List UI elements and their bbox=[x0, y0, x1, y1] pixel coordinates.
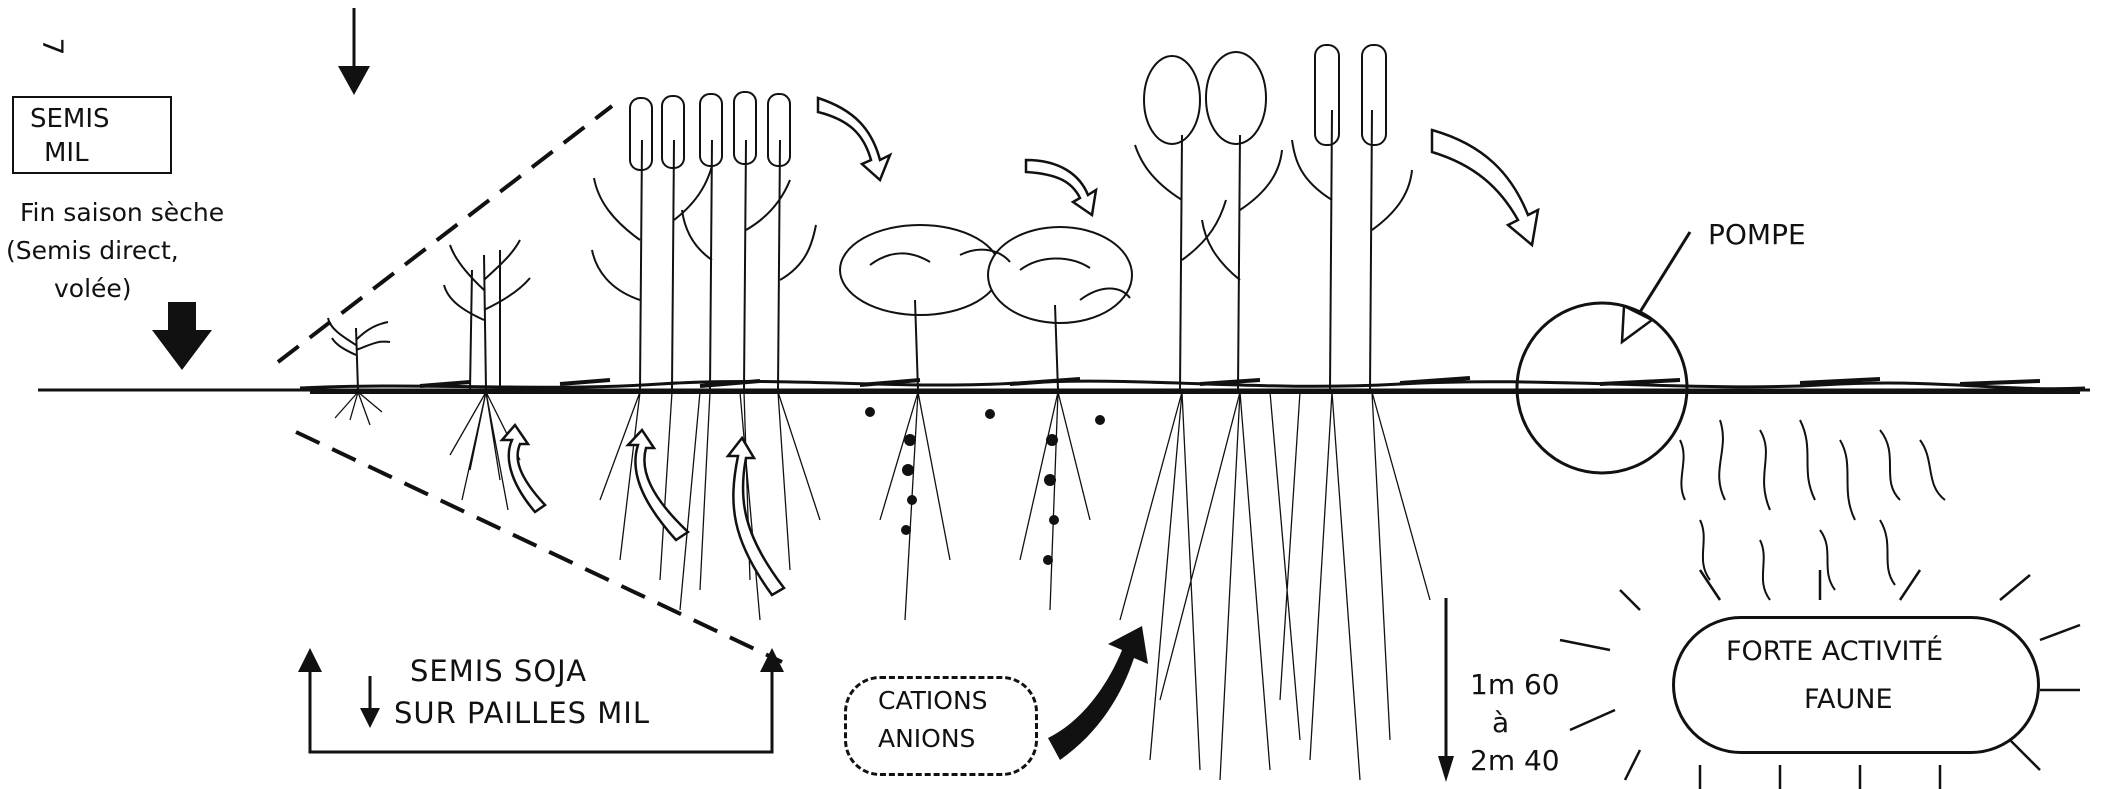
timing-line3: volée) bbox=[54, 274, 132, 303]
page-mark: 7 bbox=[36, 38, 69, 56]
sowing-arrow bbox=[152, 302, 212, 370]
pump-label: POMPE bbox=[1708, 218, 1806, 251]
fauna-line2: FAUNE bbox=[1804, 684, 1893, 715]
depth-line3: 2m 40 bbox=[1470, 744, 1560, 777]
nutrients-line1: CATIONS bbox=[878, 686, 988, 715]
root-nodules bbox=[865, 407, 1105, 565]
timing-line1: Fin saison sèche bbox=[20, 198, 224, 227]
cycle-arrows-top bbox=[818, 98, 1538, 245]
pump-symbol bbox=[1517, 232, 1690, 473]
depth-line1: 1m 60 bbox=[1470, 668, 1560, 701]
depth-line2: à bbox=[1492, 706, 1509, 739]
semis-mil-line2: MIL bbox=[44, 138, 89, 168]
depth-arrow bbox=[1438, 598, 1454, 782]
semis-mil-line1: SEMIS bbox=[30, 104, 110, 134]
nutrient-return-arrow bbox=[1048, 626, 1148, 760]
fauna-line1: FORTE ACTIVITÉ bbox=[1726, 636, 1943, 667]
millet-mature-plants bbox=[592, 92, 816, 390]
semis-soja-line1: SEMIS SOJA bbox=[410, 654, 587, 688]
nutrient-uplift-arrows bbox=[502, 425, 784, 595]
nutrients-line2: ANIONS bbox=[878, 724, 975, 753]
soil-fauna-burrows bbox=[1680, 420, 1945, 600]
soybean-plants bbox=[840, 225, 1132, 390]
timing-line2: (Semis direct, bbox=[6, 236, 179, 265]
sorghum-plants bbox=[1135, 45, 1412, 390]
rain-down-arrow bbox=[338, 8, 370, 95]
semis-soja-line2: SUR PAILLES MIL bbox=[394, 696, 650, 730]
millet-seedling-plants bbox=[328, 240, 530, 390]
